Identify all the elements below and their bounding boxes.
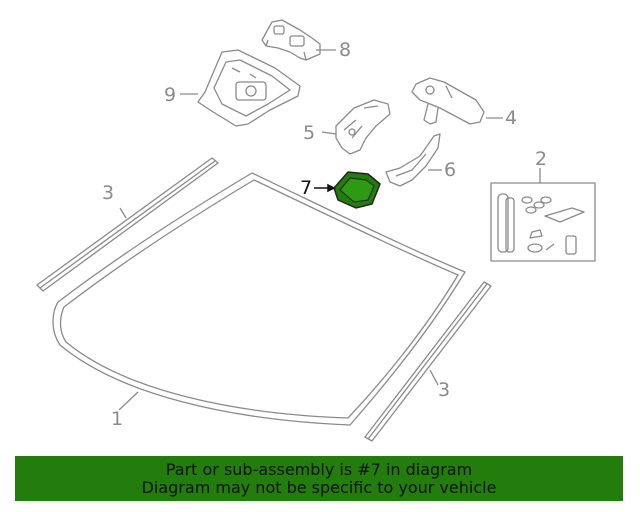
callout-2: 2 [535, 148, 548, 170]
callout-3-right: 3 [438, 379, 451, 401]
repair-kit-box [490, 182, 596, 262]
mirror-garnish [385, 133, 441, 187]
part-7-arrow [314, 183, 336, 193]
rearview-mirror [411, 77, 485, 125]
callout-7: 7 [300, 177, 313, 199]
banner-line-2: Diagram may not be specific to your vehi… [141, 478, 497, 497]
leader-lines [118, 49, 541, 411]
callout-5: 5 [303, 122, 316, 144]
callout-8: 8 [339, 39, 352, 61]
right-molding [364, 281, 492, 442]
parts-diagram [36, 19, 596, 442]
callout-1: 1 [111, 408, 124, 430]
cover-plate [197, 49, 301, 127]
info-banner: Part or sub-assembly is #7 in diagram Di… [15, 456, 623, 501]
sensor-bracket [261, 19, 321, 61]
left-molding [36, 157, 219, 292]
callout-3-left: 3 [102, 182, 115, 204]
callout-6: 6 [444, 159, 457, 181]
callout-9: 9 [164, 84, 177, 106]
banner-line-1: Part or sub-assembly is #7 in diagram [165, 460, 473, 479]
windshield-glass [52, 172, 466, 426]
callout-4: 4 [505, 107, 518, 129]
cover-part-5 [335, 99, 391, 155]
part-7-sensor-module [333, 171, 381, 209]
